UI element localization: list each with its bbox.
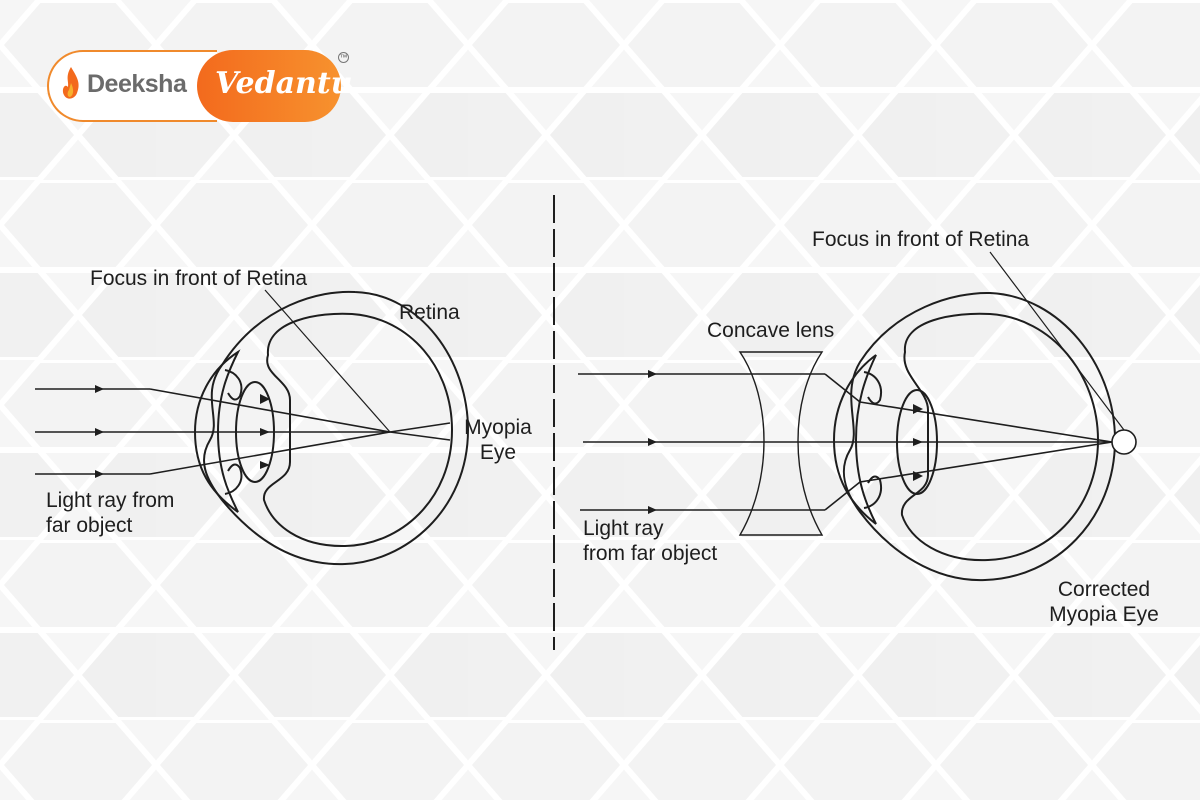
concave-lens — [738, 351, 824, 536]
left-eye-iris-upper — [224, 369, 243, 401]
left-light-label-line1: Light ray from — [46, 489, 175, 512]
left-eye-outer-wall — [203, 290, 470, 566]
left-arrowhead-lens-mid — [260, 428, 270, 436]
left-ray-bot-refracted — [149, 431, 391, 475]
right-ray-top-diverged — [824, 373, 861, 403]
left-arrowhead-lens-top — [260, 394, 270, 404]
brand-logo: Deeksha Vedantu ™ — [47, 50, 353, 122]
right-eye-iris-lower — [863, 475, 882, 509]
right-arrowhead-top — [648, 370, 657, 378]
right-arrowhead-lens-bot — [913, 471, 923, 481]
right-arrowhead-lens-top — [913, 404, 923, 414]
left-eye-inner-wall — [262, 312, 454, 548]
right-light-label: Light ray from far object — [583, 516, 717, 566]
logo-right-pill — [197, 50, 341, 122]
left-light-label-line2: far object — [46, 514, 133, 537]
right-eye-label-line1: Corrected — [1057, 578, 1151, 601]
trademark-mark: ™ — [338, 52, 349, 63]
left-ray-diverge-1 — [389, 422, 451, 433]
right-ray-bot-refracted — [859, 441, 1113, 483]
right-focus-label: Focus in front of Retina — [812, 228, 1030, 251]
left-arrowhead-mid — [95, 428, 104, 436]
left-ray-diverge-2 — [389, 431, 451, 441]
left-focus-label: Focus in front of Retina — [90, 267, 308, 290]
left-eye-label-line2: Eye — [479, 441, 517, 464]
left-eye-label: Myopia Eye — [456, 415, 540, 465]
retina-focus-circle — [1111, 429, 1137, 455]
left-eye-iris-lower — [224, 463, 243, 495]
right-ray-bot-diverged — [824, 481, 861, 511]
right-arrowhead-bot — [648, 506, 657, 514]
logo-vedantu-text: Vedantu — [215, 66, 353, 101]
right-arrowhead-mid — [648, 438, 657, 446]
flame-icon — [62, 67, 79, 99]
right-eye — [578, 251, 1137, 582]
right-arrowhead-lens-mid — [913, 438, 923, 446]
right-eye-outer-wall — [842, 291, 1117, 582]
right-eye-inner-wall — [900, 312, 1100, 562]
right-light-label-line2: from far object — [583, 542, 718, 565]
left-arrowhead-lens-bot — [260, 461, 270, 469]
right-eye-label: Corrected Myopia Eye — [1034, 577, 1174, 627]
right-eye-iris-upper — [863, 371, 882, 405]
left-eye-label-line1: Myopia — [464, 416, 532, 439]
left-ray-top-refracted — [149, 388, 391, 433]
logo-deeksha-text: Deeksha — [87, 70, 187, 98]
right-focus-leader — [989, 251, 1125, 431]
right-light-label-line1: Light ray — [583, 517, 664, 540]
left-arrowhead-bot — [95, 470, 104, 478]
right-eye-label-line2: Myopia Eye — [1049, 603, 1159, 626]
left-arrowhead-top — [95, 385, 104, 393]
concave-lens-label: Concave lens — [707, 319, 835, 342]
left-light-label: Light ray from far object — [46, 488, 174, 538]
right-ray-top-refracted — [859, 401, 1113, 443]
left-eye — [35, 289, 470, 566]
left-focus-leader — [264, 289, 391, 433]
right-eye-cornea — [832, 354, 877, 525]
left-retina-label: Retina — [399, 301, 460, 324]
